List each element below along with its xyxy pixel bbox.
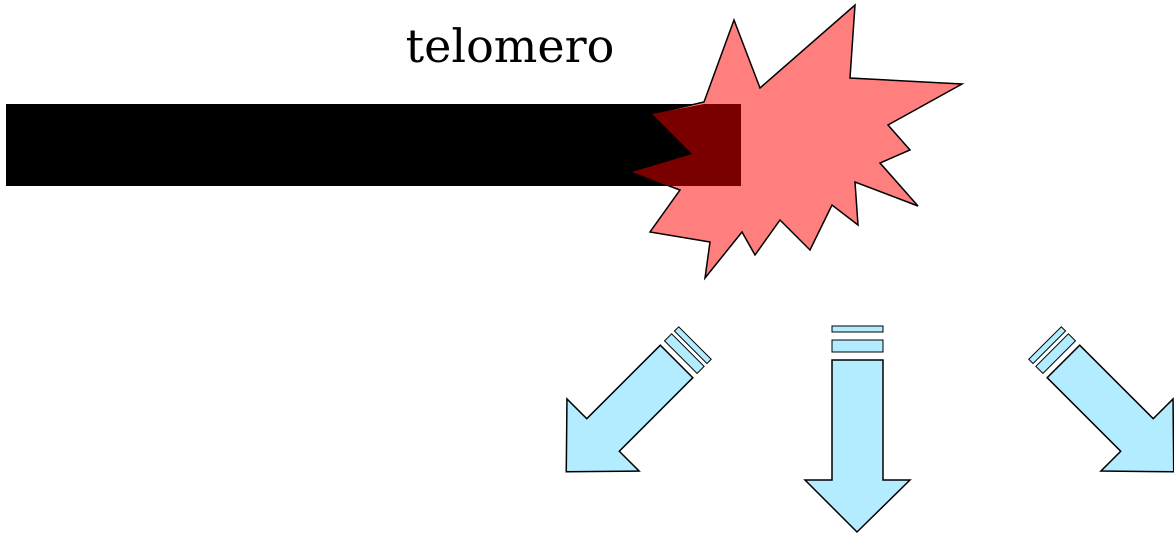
arrow-tail-stripe-inner [1035,333,1077,375]
arrow-down-right [1028,326,1174,473]
arrow-down [803,325,912,534]
arrow-tail-stripe-outer [831,325,884,333]
chromosome-bar [6,104,741,186]
telomere-overlap-region [632,104,741,186]
arrow-body [803,359,912,534]
telomere-label: telomero [406,19,615,73]
arrow-down-left [565,326,712,473]
arrow-body [1046,344,1174,473]
arrow-body [565,344,694,473]
arrow-tail-stripe-inner [831,339,884,353]
telomere-break-burst [629,3,965,281]
arrow-tail-stripe-inner [663,333,705,375]
arrow-tail-stripe-outer [1028,326,1067,365]
arrow-tail-stripe-outer [673,326,712,365]
